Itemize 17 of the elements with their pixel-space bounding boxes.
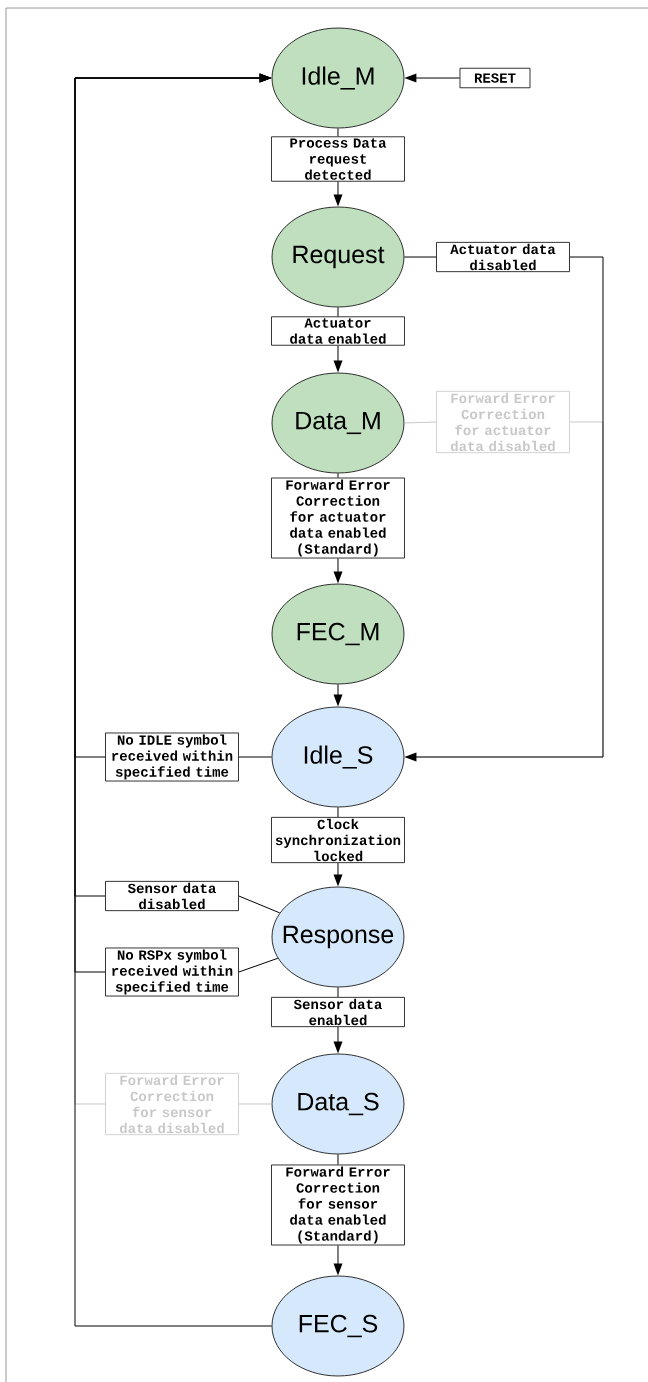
condition-box: RESET [459, 67, 531, 89]
condition-box: Sensor data enabled [271, 996, 405, 1028]
condition-box: Clock synchronization locked [271, 816, 405, 864]
condition-box: Actuator data enabled [271, 316, 405, 346]
connector-arrow [333, 1026, 343, 1054]
connector-arrow [333, 181, 343, 207]
connector-arrow [333, 557, 343, 584]
connector-arrow [404, 256, 604, 762]
connector-arrow [404, 73, 461, 83]
connector-arrow [333, 862, 343, 887]
condition-box: Forward Error Correction for actuator data enabled (Standard) [271, 477, 405, 559]
condition-box: Actuator data disabled [436, 242, 570, 273]
condition-box: Process Data request detected [271, 136, 405, 182]
condition-box: Forward Error Correction for sensor data enabled (Standard) [271, 1164, 405, 1246]
connector-arrow [333, 345, 343, 373]
connector-arrow [333, 1244, 343, 1276]
connector-arrow [333, 683, 343, 707]
